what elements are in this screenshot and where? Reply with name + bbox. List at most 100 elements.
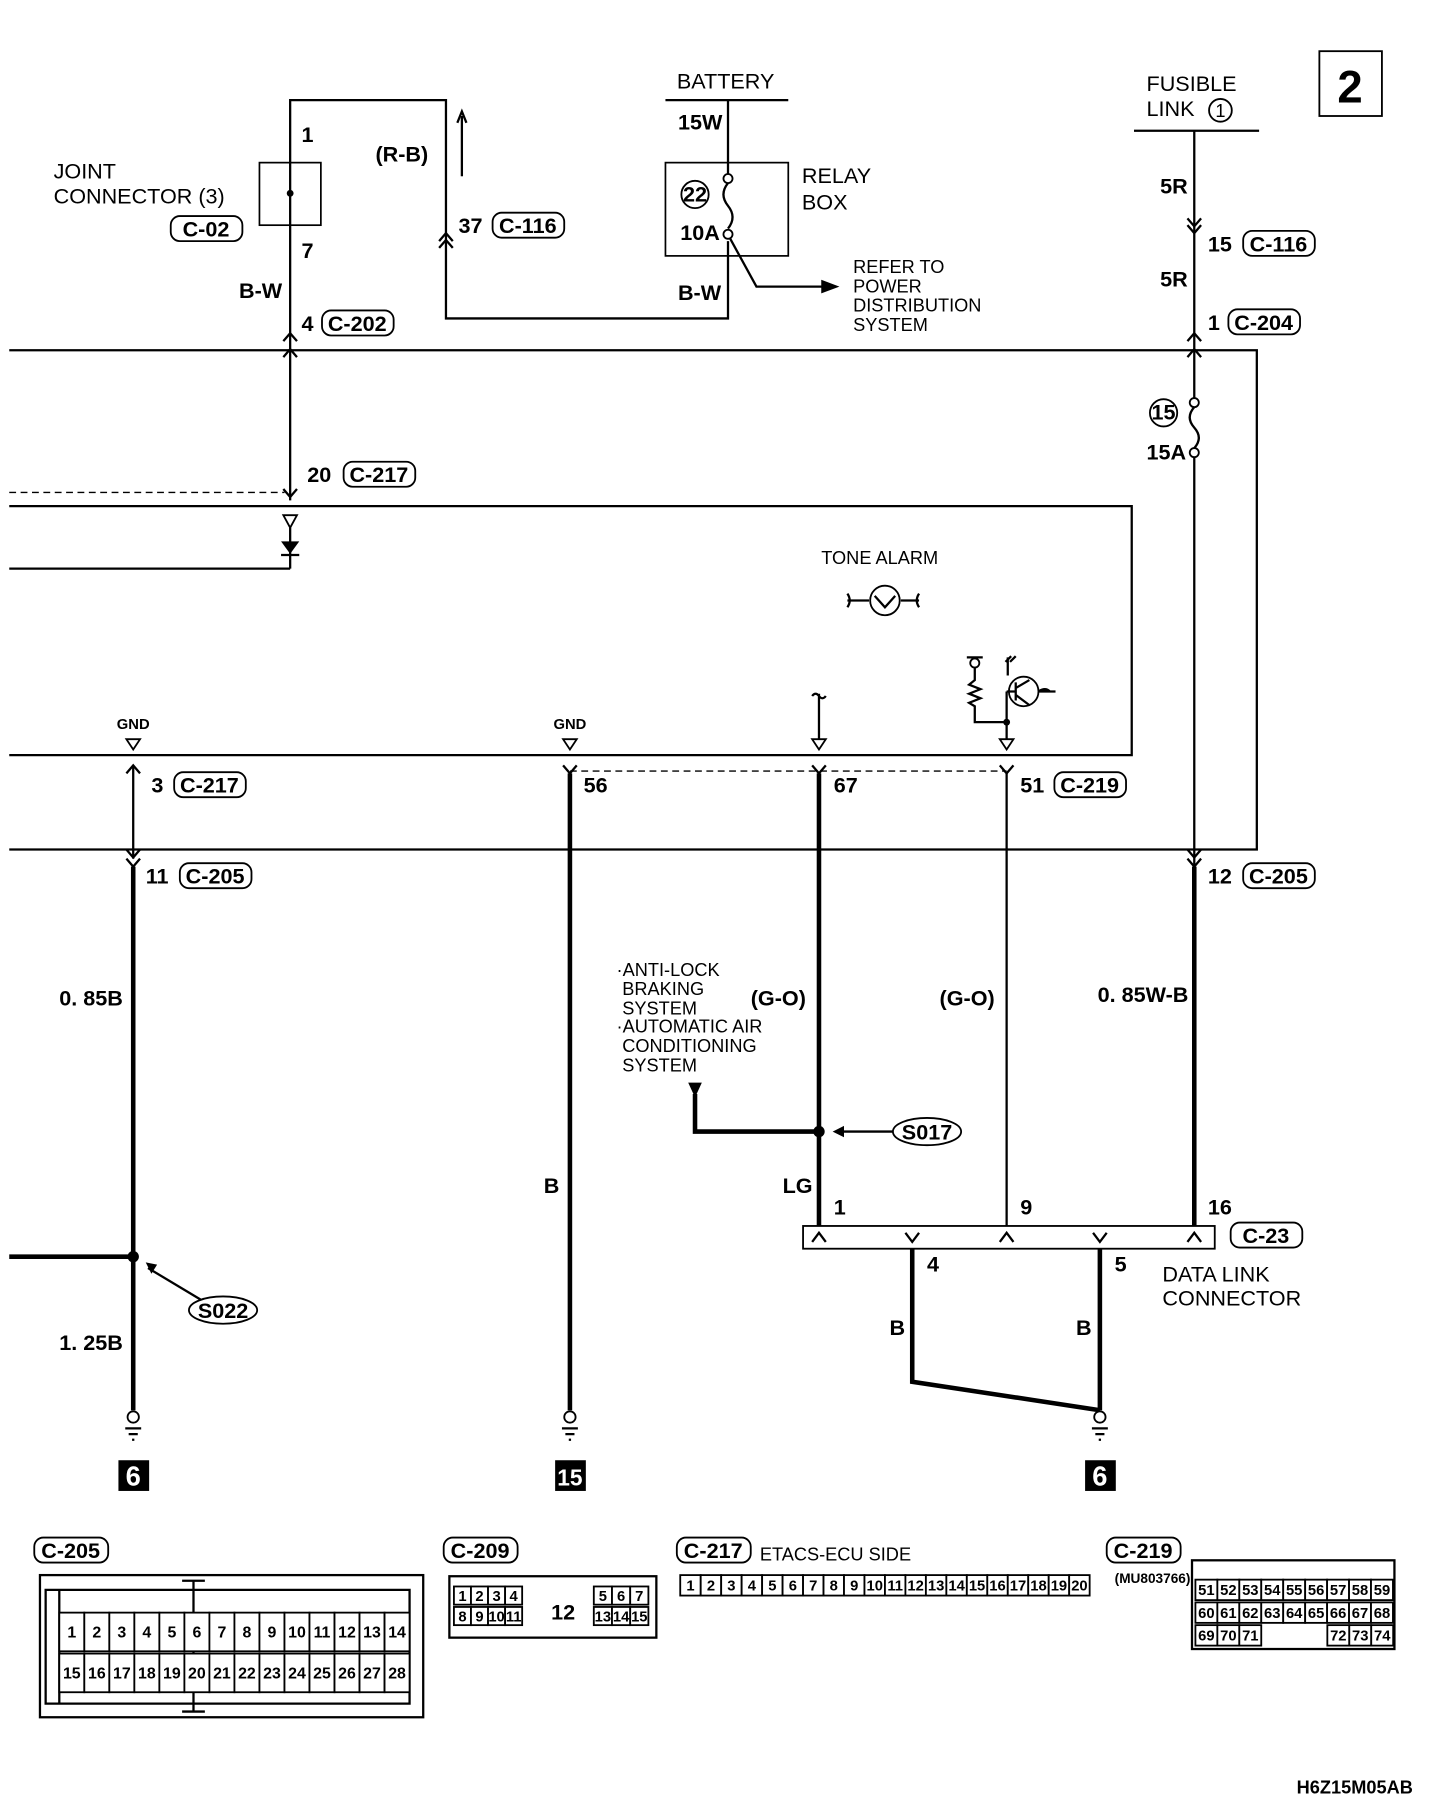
pin-label: 4 bbox=[302, 311, 314, 336]
wire-size-label: 1. 25B bbox=[59, 1330, 123, 1355]
pin-number: 5 bbox=[599, 1589, 607, 1605]
pin-label: 11 bbox=[146, 864, 169, 889]
splice-dot bbox=[127, 1250, 139, 1263]
battery-label: BATTERY bbox=[677, 69, 775, 94]
pin-number: 9 bbox=[268, 1625, 277, 1642]
tone-alarm-label: TONE ALARM bbox=[821, 548, 938, 568]
refer-text: DISTRIBUTION bbox=[853, 296, 981, 316]
fuse-number: 15 bbox=[1152, 400, 1176, 425]
pin-number: 21 bbox=[213, 1666, 231, 1683]
fuse-icon bbox=[722, 182, 734, 230]
pin-cell bbox=[1370, 1578, 1394, 1602]
pin-number: 16 bbox=[88, 1666, 106, 1683]
pin-number: 14 bbox=[613, 1609, 630, 1625]
pin-label: 15 bbox=[1208, 231, 1232, 256]
pin-number: 12 bbox=[551, 1599, 575, 1624]
pin-number: 13 bbox=[595, 1609, 611, 1625]
pin-number: 59 bbox=[1374, 1583, 1390, 1599]
pin-number: 52 bbox=[1220, 1583, 1236, 1599]
pin-number: 4 bbox=[510, 1589, 519, 1605]
ground-point-badge bbox=[555, 1460, 586, 1491]
pin-number: 9 bbox=[475, 1609, 483, 1625]
pin-cell bbox=[208, 1611, 236, 1653]
fuse-rating: 15A bbox=[1147, 439, 1187, 464]
c209-face bbox=[448, 1575, 658, 1639]
pin-number: 23 bbox=[263, 1666, 281, 1683]
pin-number: 28 bbox=[388, 1666, 406, 1683]
pin-number: 4 bbox=[142, 1625, 151, 1642]
wire-color-lg: LG bbox=[783, 1173, 813, 1198]
dlc-label: CONNECTOR bbox=[1162, 1286, 1301, 1311]
pin-number: 2 bbox=[707, 1579, 715, 1595]
pin-label: 7 bbox=[302, 238, 314, 263]
c205-face bbox=[38, 1573, 425, 1719]
connector-chevron bbox=[438, 231, 454, 249]
pin-number: 26 bbox=[338, 1666, 356, 1683]
diode-icon bbox=[281, 541, 300, 554]
pin-cell bbox=[183, 1611, 211, 1653]
pin-number: 22 bbox=[238, 1666, 256, 1683]
pin-number: 20 bbox=[1071, 1579, 1087, 1595]
wire-size-label: 0. 85W-B bbox=[1098, 982, 1189, 1007]
pin-number: 15 bbox=[969, 1579, 985, 1595]
refer-text: REFER TO bbox=[853, 257, 944, 277]
abs-note: BRAKING bbox=[622, 979, 704, 999]
pin-number: 24 bbox=[288, 1666, 306, 1683]
connector-id: C-205 bbox=[186, 864, 245, 889]
refer-wire bbox=[729, 238, 825, 288]
pin-cell bbox=[1068, 1574, 1091, 1597]
pin-number: 13 bbox=[928, 1579, 944, 1595]
ground-point-id: 15 bbox=[557, 1464, 583, 1490]
pin-number: 61 bbox=[1220, 1606, 1236, 1622]
pin-number: 73 bbox=[1352, 1629, 1368, 1645]
pin-cell bbox=[1238, 1624, 1263, 1647]
pin-cell bbox=[58, 1611, 86, 1653]
connector-id-badge bbox=[491, 211, 566, 239]
ground-point-badge bbox=[1085, 1460, 1116, 1491]
pin-cell bbox=[283, 1611, 311, 1653]
pin-number: 10 bbox=[488, 1609, 504, 1625]
relay-fuse-rating: 10A bbox=[680, 220, 720, 245]
pin-number: 2 bbox=[92, 1625, 101, 1642]
joint-connector-label: JOINT bbox=[54, 159, 116, 184]
pin-number: 5 bbox=[768, 1579, 776, 1595]
signal-line bbox=[811, 692, 827, 740]
pin-cell bbox=[629, 1606, 650, 1627]
pin-number: 7 bbox=[635, 1589, 643, 1605]
pin-cell bbox=[258, 1652, 286, 1694]
pin-number: 11 bbox=[887, 1579, 903, 1595]
wire-color-b: B bbox=[889, 1315, 905, 1340]
arrow-up-icon bbox=[456, 108, 468, 124]
pin-number: 11 bbox=[314, 1625, 331, 1642]
pin-number: 53 bbox=[1242, 1583, 1258, 1599]
pin-label: 37 bbox=[458, 213, 482, 238]
arrow-right-icon bbox=[821, 279, 840, 294]
pin-number: 15 bbox=[63, 1666, 81, 1683]
pin-number: 16 bbox=[989, 1579, 1005, 1595]
abs-note: ·AUTOMATIC AIR bbox=[617, 1017, 763, 1037]
gnd-label: GND bbox=[554, 717, 587, 733]
pin-number: 63 bbox=[1264, 1606, 1280, 1622]
pin-number: 19 bbox=[163, 1666, 181, 1683]
wire-color-5r: 5R bbox=[1160, 173, 1188, 198]
pin-cell bbox=[383, 1611, 411, 1653]
pin-number: 62 bbox=[1242, 1606, 1258, 1622]
pin-cell bbox=[233, 1611, 261, 1653]
pin-label: 16 bbox=[1208, 1195, 1232, 1220]
pin-cell bbox=[1370, 1624, 1395, 1647]
pin-cell bbox=[629, 1585, 650, 1606]
pin-number: 60 bbox=[1198, 1606, 1214, 1622]
abs-note: SYSTEM bbox=[622, 1055, 697, 1075]
pin-number: 72 bbox=[1330, 1629, 1346, 1645]
connector-id: C-205 bbox=[41, 1538, 100, 1563]
abs-note: SYSTEM bbox=[622, 998, 697, 1018]
pin-label: 4 bbox=[927, 1251, 939, 1276]
etacs-inner-outline bbox=[9, 504, 1133, 757]
pin-number: 54 bbox=[1264, 1583, 1281, 1599]
connector-id-badge bbox=[169, 215, 244, 243]
pin-number: 55 bbox=[1286, 1583, 1302, 1599]
pin-number: 6 bbox=[789, 1579, 797, 1595]
connector-id: C-204 bbox=[1234, 310, 1293, 335]
pin-number: 12 bbox=[907, 1579, 923, 1595]
